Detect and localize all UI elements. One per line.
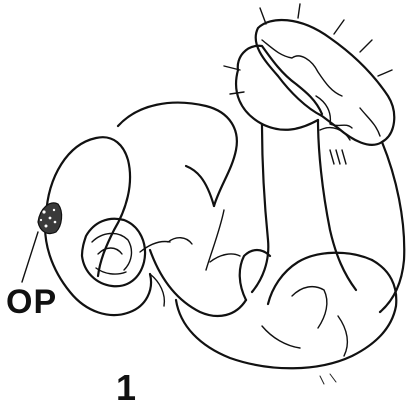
coiled-body xyxy=(118,103,396,384)
op-pointer-line xyxy=(22,232,38,282)
upper-right-lobe xyxy=(256,20,395,145)
operculum xyxy=(38,203,62,234)
op-label: OP xyxy=(6,285,57,319)
figure-number: 1 xyxy=(116,370,136,406)
stalk xyxy=(236,46,404,312)
